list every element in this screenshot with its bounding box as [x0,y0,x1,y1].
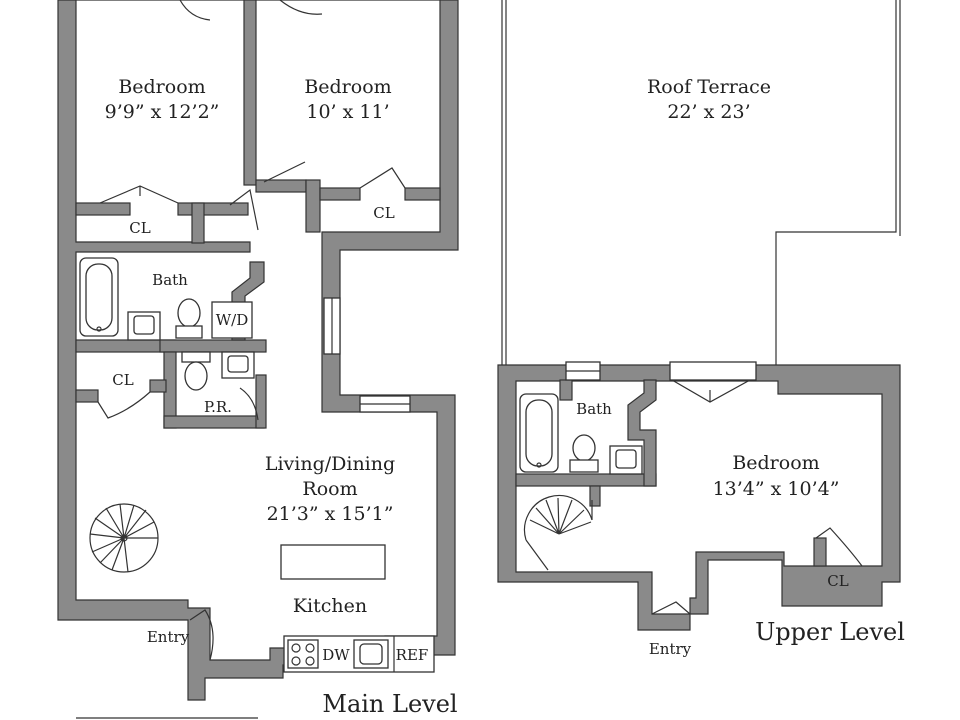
bath-label: Bath [152,271,188,289]
upper-window-bedroom [669,361,757,381]
closet-right-wall-a [319,187,361,201]
closet-left-wall-c [191,202,205,244]
upper-entry-door [651,601,691,615]
spiral-stair-main [89,503,159,573]
bedroom-right-size: 10’ x 11’ [306,101,389,123]
living-size: 21’3” x 15’1” [267,503,394,525]
closet-left-doors [99,185,179,204]
bedroom-divider-wall [243,0,257,186]
closet-right-label: CL [373,204,394,222]
upper-toilet [572,434,596,462]
spiral-stair-upper [523,494,593,571]
dishwasher-label: DW [322,646,350,664]
kitchen-label: Kitchen [293,595,367,617]
pr-top-wall [159,339,267,353]
upper-bedroom-size: 13’4” x 10’4” [713,478,840,500]
hall-closet-door [97,391,151,419]
refrigerator-label: REF [396,646,429,664]
pr-door [239,387,259,421]
corridor-doors [229,161,306,231]
closet-left-label: CL [129,219,150,237]
hall-closet-wall-a [75,389,99,403]
upper-bath-label: Bath [576,400,612,418]
living-label-line2: Room [302,478,357,500]
main-level: Bedroom 9’9” x 12’2” Bedroom 10’ x 11’ C… [57,0,459,719]
pr-toilet-tank [181,351,211,363]
upper-closet-door [815,527,863,567]
pr-toilet [184,361,208,391]
main-entry-label: Entry [147,628,190,646]
hall-closet-label: CL [112,371,133,389]
main-level-title: Main Level [322,690,457,718]
roof-terrace-size: 22’ x 23’ [667,101,750,123]
upper-bath-top-stub [559,379,573,401]
bedroom-left-name: Bedroom [118,76,205,98]
upper-bedroom-doors [671,379,751,403]
bedroom-door-arcs [179,0,323,21]
powder-room-label: P.R. [204,398,232,416]
upper-exterior-wall [497,364,901,631]
corridor-wall-b [305,179,321,233]
closet-right-door [359,167,406,189]
upper-closet-label: CL [827,572,848,590]
upper-bath-bottom-wall [515,473,657,487]
hall-closet-wall-b [149,379,167,393]
closet-right-wall-b [404,187,441,201]
upper-bath-right-wall [627,379,657,487]
roof-terrace-name: Roof Terrace [647,76,771,98]
roof-terrace-outline [505,0,897,365]
corridor-wall-a [255,179,307,193]
upper-entry-label: Entry [649,640,692,658]
upper-bedroom-name: Bedroom [732,452,819,474]
closet-left-wall-b [177,202,249,216]
bedroom-right-name: Bedroom [304,76,391,98]
kitchen-island [280,544,386,580]
upper-level: Roof Terrace 22’ x 23’ Bath Bedroom 13’4… [497,0,905,658]
toilet [177,298,201,328]
pr-right-wall [255,374,267,429]
entry-door [189,609,214,661]
washer-dryer-label: W/D [216,311,249,329]
pr-bottom-wall [163,415,265,429]
stair-wall-stub [589,485,601,507]
living-label-line1: Living/Dining [265,453,395,475]
washer-dryer [211,301,253,339]
bedroom-left-size: 9’9” x 12’2” [105,101,220,123]
upper-level-title: Upper Level [755,618,905,646]
closet-left-wall-a [75,202,131,216]
upper-closet-wall [813,537,827,567]
